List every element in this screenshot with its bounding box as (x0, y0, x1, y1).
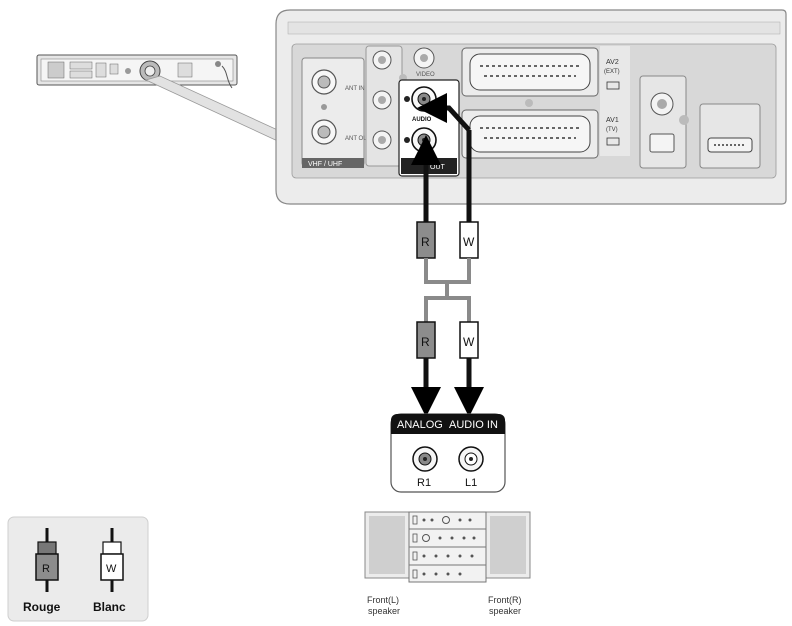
audio-label: AUDIO (412, 117, 432, 123)
front-left-label: Front(L) (367, 595, 399, 605)
av2-label: AV2 (606, 59, 619, 66)
stereo-system: Front(L) speaker Front(R) speaker (364, 511, 531, 616)
front-right-speaker-label: speaker (489, 606, 521, 616)
legend-red-letter: R (42, 563, 50, 575)
upper-red-plug: R (416, 221, 436, 259)
audio-out-block: AUDIO OUT (398, 79, 460, 177)
antenna-block: ANT IN ANT OUT VHF / UHF (301, 57, 372, 168)
device-thumbnail (36, 54, 283, 144)
av1-tv-label: (TV) (606, 127, 618, 133)
digital-connectors (639, 75, 761, 169)
jack-l1-label: L1 (465, 477, 477, 489)
av1-label: AV1 (606, 117, 619, 124)
jack-r1-label: R1 (417, 477, 431, 489)
video-label: VIDEO (416, 72, 435, 78)
front-right-label: Front(R) (488, 595, 522, 605)
rear-panel: ANT IN ANT OUT VHF / UHF VIDEO (275, 9, 787, 205)
lower-red-letter: R (421, 335, 430, 349)
lower-white-plug: W (459, 321, 479, 359)
upper-red-letter: R (421, 235, 430, 249)
scart-connectors: AV2 (EXT) AV1 (TV) (461, 46, 630, 159)
audio-cables: R W R W (411, 93, 484, 417)
legend-white-letter: W (106, 563, 117, 575)
upper-white-plug: W (459, 221, 479, 259)
out-label: OUT (430, 164, 446, 171)
video-out-jacks: VIDEO (365, 45, 435, 167)
legend-blanc-label: Blanc (93, 600, 126, 614)
amplifier-audio-in: ANALOG AUDIO IN R1 L1 (390, 413, 506, 493)
vhf-uhf-label: VHF / UHF (308, 161, 342, 168)
color-legend: R W Rouge Blanc (7, 516, 149, 622)
lower-red-plug: R (416, 321, 436, 359)
lower-white-letter: W (463, 335, 475, 349)
legend-rouge-label: Rouge (23, 600, 61, 614)
ant-out-label: ANT OUT (345, 136, 372, 142)
audio-in-label: AUDIO IN (449, 419, 498, 431)
ant-in-label: ANT IN (345, 86, 365, 92)
analog-label: ANALOG (397, 419, 443, 431)
av2-ext-label: (EXT) (604, 69, 620, 75)
front-left-speaker-label: speaker (368, 606, 400, 616)
upper-white-letter: W (463, 235, 475, 249)
